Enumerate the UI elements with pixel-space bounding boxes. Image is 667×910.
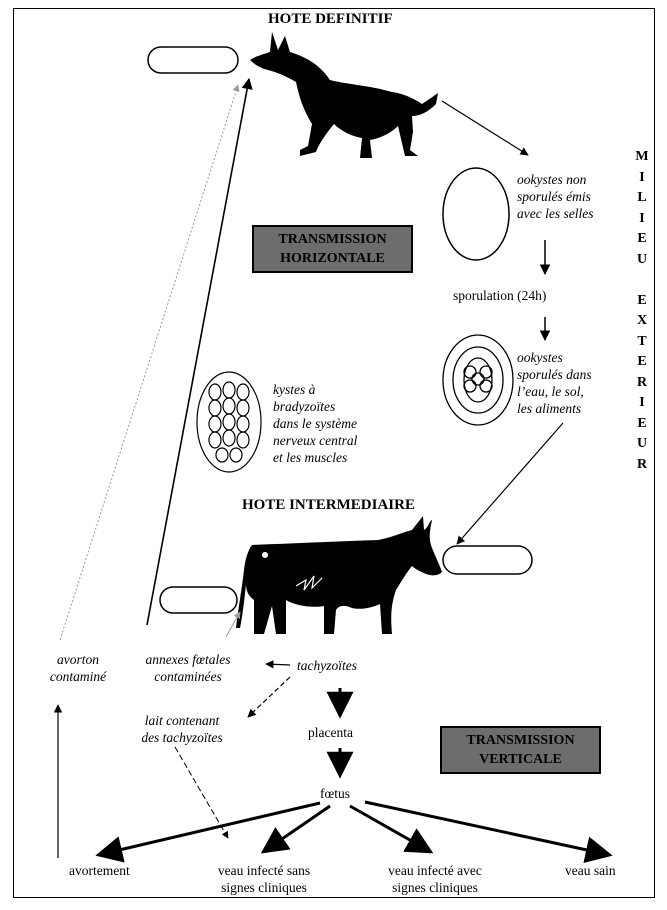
aborted-fetus-line1: avorton xyxy=(36,651,120,668)
sporulated-oocysts-label: ookystes sporulés dans l’eau, le sol, le… xyxy=(517,349,592,417)
side-label-letter: L xyxy=(632,188,652,209)
side-label-letter: R xyxy=(632,455,652,476)
sporulated-line3: l’eau, le sol, xyxy=(517,383,592,400)
cysts-line3: dans le système xyxy=(273,415,357,432)
outcome-infected-no-signs: veau infecté sans signes cliniques xyxy=(204,862,324,896)
vertical-box-line2: VERTICALE xyxy=(466,750,574,769)
milk-line1: lait contenant xyxy=(122,712,242,729)
definitive-host-title: HOTE DEFINITIF xyxy=(268,11,393,28)
dog-silhouette xyxy=(250,32,438,158)
outcome-healthy: veau sain xyxy=(565,862,616,879)
tachyzoites-label: tachyzoïtes xyxy=(297,657,357,674)
tissue-cyst-shape xyxy=(197,372,261,472)
arrow-tachyzoites-to-annexes xyxy=(266,664,290,665)
unsporulated-oocysts-label: ookystes non sporulés émis avec les sell… xyxy=(517,171,593,222)
intermediate-host-capsule-left xyxy=(160,587,237,613)
cow-silhouette xyxy=(236,516,442,634)
arrow-tachyzoites-to-milk xyxy=(248,677,290,717)
arrow-cow-to-dog xyxy=(147,79,249,625)
unsporulated-line3: avec les selles xyxy=(517,205,593,222)
infected-signs-line1: veau infecté avec xyxy=(375,862,495,879)
arrow-environment-to-cow xyxy=(457,423,563,544)
sporulated-oocyst-shape xyxy=(443,335,513,425)
vertical-box-line1: TRANSMISSION xyxy=(466,731,574,750)
fetal-annexes-line2: contaminées xyxy=(132,668,244,685)
intermediate-host-capsule-right xyxy=(443,546,532,574)
side-label-letter: T xyxy=(632,332,652,353)
milk-line2: des tachyzoïtes xyxy=(122,729,242,746)
cysts-line1: kystes à xyxy=(273,381,357,398)
side-label-letter: E xyxy=(632,229,652,250)
arrow-fetus-to-healthy xyxy=(365,802,610,855)
sporulated-line1: ookystes xyxy=(517,349,592,366)
sporulated-line4: les aliments xyxy=(517,400,592,417)
arrow-milk-to-calf xyxy=(175,747,228,838)
side-label-letter: X xyxy=(632,311,652,332)
unsporulated-line2: sporulés émis xyxy=(517,188,593,205)
side-label-letter: I xyxy=(632,209,652,230)
definitive-host-capsule xyxy=(148,47,238,73)
side-label-letter: R xyxy=(632,373,652,394)
tissue-cysts-label: kystes à bradyzoïtes dans le système ner… xyxy=(273,381,357,466)
side-label-letter: U xyxy=(632,250,652,271)
side-label-letter: E xyxy=(632,352,652,373)
sporulation-label: sporulation (24h) xyxy=(453,287,546,304)
intermediate-host-title: HOTE INTERMEDIAIRE xyxy=(242,497,415,514)
sporulated-line2: sporulés dans xyxy=(517,366,592,383)
outcome-infected-signs: veau infecté avec signes cliniques xyxy=(375,862,495,896)
side-label-letter: M xyxy=(632,147,652,168)
arrow-fetus-to-abortion xyxy=(98,803,320,855)
side-label-letter: U xyxy=(632,434,652,455)
side-label-letter: E xyxy=(632,291,652,312)
side-label-letter xyxy=(632,270,652,291)
cysts-line4: nerveux central xyxy=(273,432,357,449)
vertical-transmission-box: TRANSMISSION VERTICALE xyxy=(440,726,601,774)
unsporulated-oocyst-shape xyxy=(443,168,509,260)
infected-signs-line2: signes cliniques xyxy=(375,879,495,896)
horizontal-transmission-box: TRANSMISSION HORIZONTALE xyxy=(252,225,413,273)
cysts-line2: bradyzoïtes xyxy=(273,398,357,415)
infected-no-signs-line1: veau infecté sans xyxy=(204,862,324,879)
fetal-annexes-label: annexes fœtales contaminées xyxy=(132,651,244,685)
milk-label: lait contenant des tachyzoïtes xyxy=(122,712,242,746)
horizontal-box-line1: TRANSMISSION xyxy=(278,230,386,249)
outcome-abortion: avortement xyxy=(69,862,130,879)
arrow-aborted-fetus-to-dog xyxy=(60,85,238,640)
infected-no-signs-line2: signes cliniques xyxy=(204,879,324,896)
arrow-dog-to-oocysts xyxy=(442,101,528,155)
fetal-annexes-line1: annexes fœtales xyxy=(132,651,244,668)
aborted-fetus-line2: contaminé xyxy=(36,668,120,685)
placenta-label: placenta xyxy=(308,724,353,741)
side-label-letter: I xyxy=(632,168,652,189)
side-label-letter: E xyxy=(632,414,652,435)
side-label-letter: I xyxy=(632,393,652,414)
fetus-label: fœtus xyxy=(320,785,350,802)
aborted-fetus-label: avorton contaminé xyxy=(36,651,120,685)
unsporulated-line1: ookystes non xyxy=(517,171,593,188)
horizontal-box-line2: HORIZONTALE xyxy=(278,249,386,268)
cysts-line5: et les muscles xyxy=(273,449,357,466)
